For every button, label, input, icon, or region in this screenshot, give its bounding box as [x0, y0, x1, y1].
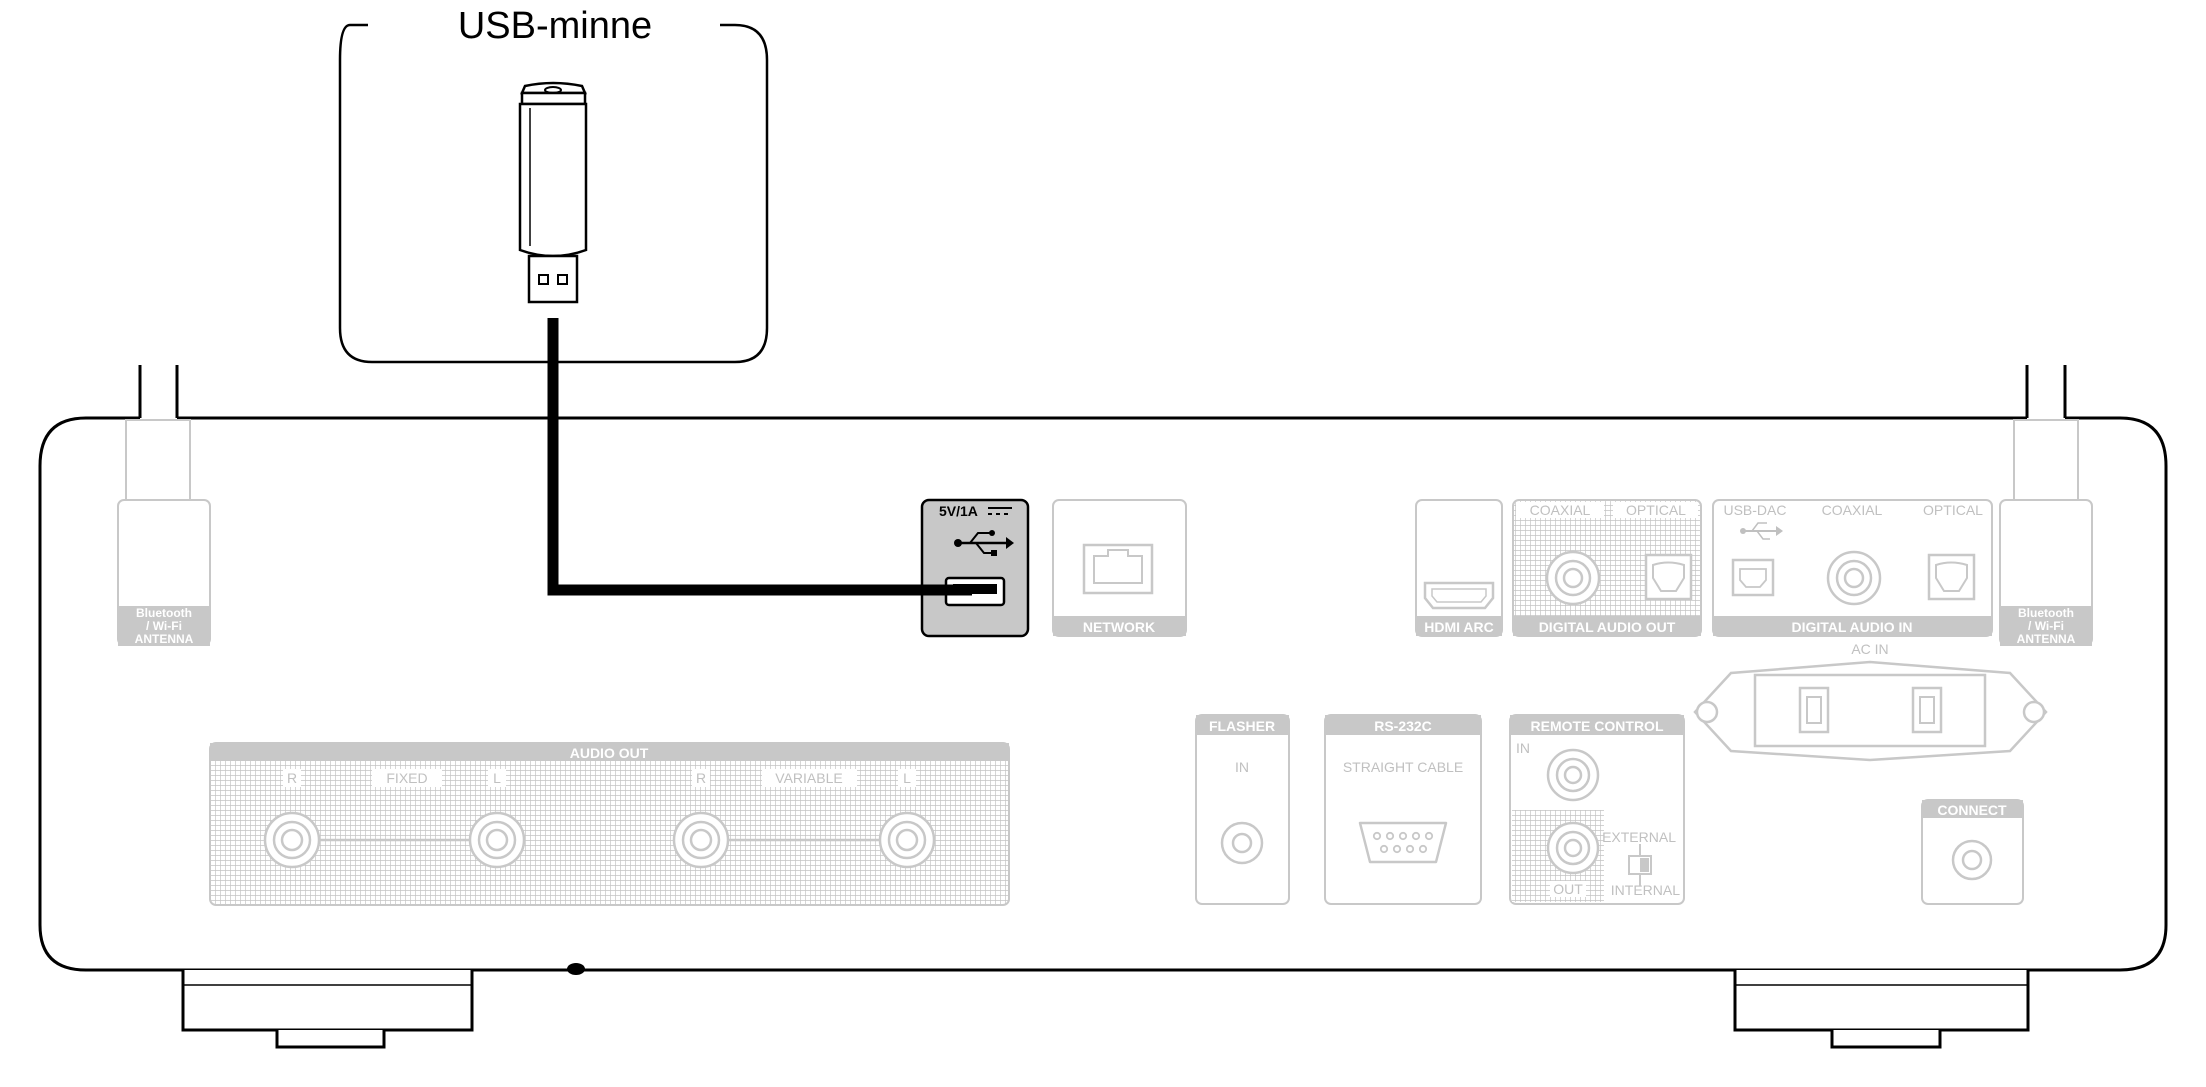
flasher-in-label: IN	[1235, 759, 1249, 775]
digital-in-optical-label: OPTICAL	[1923, 502, 1983, 518]
network-port-panel: NETWORK	[1052, 499, 1187, 637]
variable-l-jack	[878, 811, 936, 869]
remote-in-label: IN	[1516, 740, 1530, 756]
variable-r-jack	[672, 811, 730, 869]
remote-control-panel: REMOTE CONTROL IN OUT EXTERNAL INTERNAL	[1509, 714, 1685, 905]
digital-out-coaxial-jack	[1545, 550, 1601, 606]
usb-dac-jack	[1731, 558, 1775, 597]
digital-audio-in-label: DIGITAL AUDIO IN	[1791, 619, 1912, 635]
digital-out-optical-label: OPTICAL	[1626, 502, 1686, 518]
remote-external-label: EXTERNAL	[1602, 829, 1676, 845]
fixed-r-label: R	[287, 770, 297, 786]
digital-in-coaxial-label: COAXIAL	[1822, 502, 1883, 518]
digital-in-coaxial-jack	[1826, 550, 1882, 606]
audio-out-label: AUDIO OUT	[570, 745, 649, 761]
connect-panel: CONNECT	[1921, 799, 2024, 905]
variable-r-label: R	[696, 770, 706, 786]
audio-out-panel: AUDIO OUT R FIXED L R VARIABLE L	[209, 742, 1010, 906]
digital-in-optical-jack	[1927, 553, 1976, 601]
rs232c-panel: RS-232C STRAIGHT CABLE	[1324, 714, 1482, 905]
hdmi-arc-label: HDMI ARC	[1424, 619, 1493, 635]
flasher-title: FLASHER	[1209, 718, 1275, 734]
variable-l-label: L	[903, 770, 911, 786]
usb-symbol-icon	[954, 530, 1014, 556]
flasher-panel: FLASHER IN	[1195, 714, 1290, 905]
digital-in-usb-dac-label: USB-DAC	[1723, 502, 1786, 518]
connect-label: CONNECT	[1937, 802, 2007, 818]
variable-label: VARIABLE	[775, 770, 842, 786]
digital-out-optical-jack	[1644, 553, 1693, 601]
ac-in-inlet: AC IN	[1693, 641, 2048, 762]
antenna-left-label-2: / Wi-Fi	[146, 619, 182, 633]
antenna-left-label-3: ANTENNA	[135, 632, 194, 646]
digital-audio-out-panel: DIGITAL AUDIO OUT COAXIAL OPTICAL	[1512, 499, 1702, 637]
rs232c-title: RS-232C	[1374, 718, 1432, 734]
usb-port-panel[interactable]: 5V/1A	[920, 498, 1030, 638]
remote-out-label: OUT	[1553, 881, 1583, 897]
network-label: NETWORK	[1083, 619, 1155, 635]
rs232c-sub-label: STRAIGHT CABLE	[1343, 759, 1463, 775]
antenna-right-label-3: ANTENNA	[2017, 632, 2076, 646]
usb-stick-icon	[518, 81, 588, 304]
fixed-l-label: L	[493, 770, 501, 786]
remote-internal-label: INTERNAL	[1611, 882, 1680, 898]
antenna-left: Bluetooth / Wi-Fi ANTENNA	[117, 365, 211, 646]
antenna-right-label-1: Bluetooth	[2018, 606, 2074, 620]
ac-in-label: AC IN	[1851, 641, 1888, 657]
antenna-right-label-2: / Wi-Fi	[2028, 619, 2064, 633]
digital-audio-out-label: DIGITAL AUDIO OUT	[1539, 619, 1676, 635]
remote-control-title: REMOTE CONTROL	[1531, 718, 1664, 734]
antenna-left-label-1: Bluetooth	[136, 606, 192, 620]
device-chassis	[38, 416, 2168, 1049]
usb-dac-symbol-icon	[1740, 522, 1783, 540]
remote-in-jack	[1546, 748, 1600, 802]
usb-memory-label: USB-minne	[458, 5, 652, 47]
remote-switch-icon	[1628, 844, 1652, 886]
usb-cable	[547, 318, 972, 596]
digital-out-coaxial-label: COAXIAL	[1530, 502, 1591, 518]
rs232c-port	[1358, 821, 1448, 864]
remote-out-jack	[1546, 821, 1600, 875]
usb-port-rating: 5V/1A	[939, 503, 978, 519]
fixed-l-jack	[468, 811, 526, 869]
antenna-right: Bluetooth / Wi-Fi ANTENNA	[1999, 365, 2093, 646]
digital-audio-in-panel: DIGITAL AUDIO IN USB-DAC COAXIAL OPTICAL	[1712, 499, 1993, 637]
fixed-label: FIXED	[386, 770, 427, 786]
fixed-r-jack	[263, 811, 321, 869]
hdmi-arc-panel: HDMI ARC	[1415, 499, 1503, 637]
